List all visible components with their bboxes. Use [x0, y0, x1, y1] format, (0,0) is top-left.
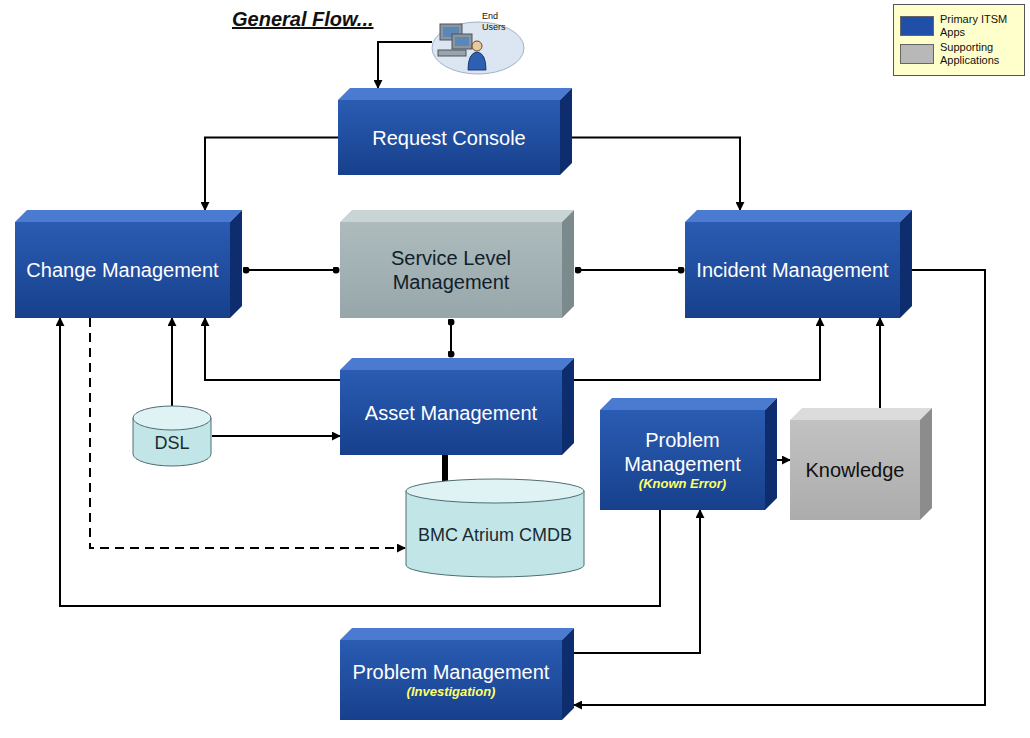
- connector: [60, 318, 660, 606]
- legend-swatch: [900, 44, 934, 64]
- node-label: Knowledge: [806, 458, 905, 482]
- legend-box: Primary ITSM AppsSupporting Applications: [893, 4, 1025, 76]
- primary-app-box: Request Console: [338, 100, 560, 175]
- node-label: Service Level Management: [348, 246, 554, 294]
- database-cylinder: BMC Atrium CMDB: [405, 478, 585, 578]
- primary-app-box: Problem Management(Known Error): [600, 410, 765, 510]
- connector: [879, 318, 881, 408]
- legend-text: Supporting Applications: [940, 41, 1018, 66]
- node-label: Request Console: [372, 126, 525, 150]
- legend-row: Supporting Applications: [900, 41, 1018, 66]
- connector: [574, 270, 985, 705]
- connector: [442, 455, 448, 486]
- connector: [572, 138, 740, 211]
- connector: [171, 318, 173, 407]
- node-label: End Users: [482, 11, 524, 33]
- node-sublabel: (Investigation): [407, 684, 496, 700]
- primary-app-box: Incident Management: [685, 222, 900, 318]
- node-sublabel: (Known Error): [639, 476, 726, 492]
- legend-text: Primary ITSM Apps: [940, 13, 1018, 38]
- node-label: Asset Management: [365, 401, 537, 425]
- node-label: Incident Management: [696, 258, 888, 282]
- node-label: Problem Management: [608, 428, 757, 476]
- connector: [574, 510, 700, 653]
- supporting-app-box: Knowledge: [790, 420, 920, 520]
- primary-app-box: Change Management: [15, 222, 230, 318]
- node-label: Change Management: [26, 258, 218, 282]
- connector: [205, 318, 340, 380]
- connector: [574, 318, 820, 380]
- connector: [205, 138, 338, 211]
- end-users-illustration: [430, 8, 526, 76]
- diagram-title: General Flow...: [232, 8, 374, 31]
- legend-swatch: [900, 16, 934, 36]
- connector: [578, 269, 681, 271]
- legend-row: Primary ITSM Apps: [900, 13, 1018, 38]
- connector: [378, 42, 432, 88]
- connector: [212, 435, 340, 437]
- primary-app-box: Asset Management: [340, 370, 562, 455]
- node-label: BMC Atrium CMDB: [418, 525, 572, 547]
- node-label: Problem Management: [353, 660, 550, 684]
- database-cylinder: DSL: [132, 405, 212, 467]
- primary-app-box: Problem Management(Investigation): [340, 640, 562, 720]
- end-users-icon: End Users: [430, 8, 526, 76]
- connector: [450, 322, 452, 354]
- connector: [777, 459, 790, 461]
- supporting-app-box: Service Level Management: [340, 222, 562, 318]
- node-label: DSL: [154, 433, 189, 455]
- connector: [246, 269, 336, 271]
